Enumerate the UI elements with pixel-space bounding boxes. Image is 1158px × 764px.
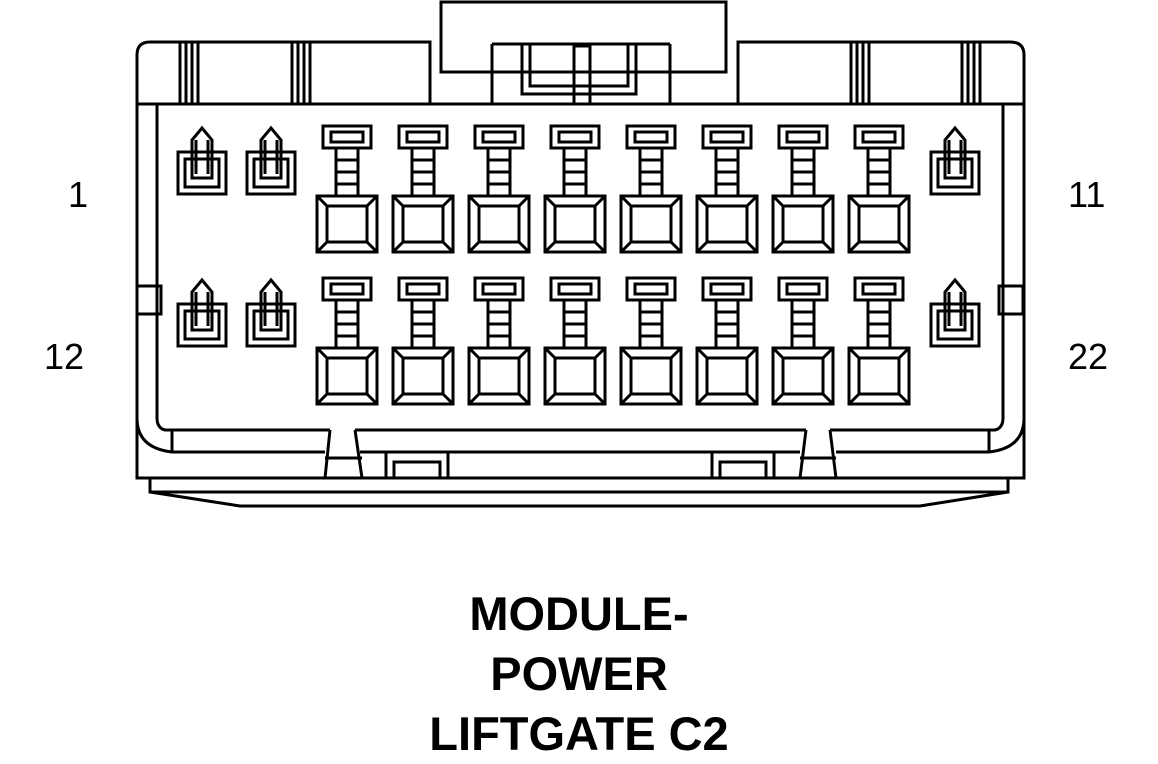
- title-line-3: LIFTGATE C2: [429, 707, 729, 760]
- pin-label-22: 22: [1068, 336, 1109, 377]
- terminal-cavity: [771, 276, 835, 406]
- terminal-cavity: [847, 276, 911, 406]
- small-cavity: [929, 125, 981, 196]
- terminal-cavities: [176, 124, 981, 406]
- connector-latch: [439, 0, 728, 106]
- small-cavity: [929, 277, 981, 348]
- terminal-cavity: [771, 124, 835, 254]
- pin-label-1: 1: [68, 174, 89, 215]
- terminal-cavity: [315, 124, 379, 254]
- terminal-cavity: [391, 276, 455, 406]
- connector-top-band: [135, 40, 1026, 106]
- terminal-cavity: [695, 124, 759, 254]
- small-cavity: [176, 125, 228, 196]
- terminal-cavity: [619, 276, 683, 406]
- connector-bottom-feet: [323, 429, 838, 480]
- terminal-cavity: [847, 124, 911, 254]
- small-cavity: [245, 277, 297, 348]
- terminal-cavity: [391, 124, 455, 254]
- title-line-2: POWER: [490, 647, 668, 700]
- terminal-cavity: [467, 276, 531, 406]
- terminal-cavity: [543, 124, 607, 254]
- terminal-cavity: [619, 124, 683, 254]
- terminal-cavity: [543, 276, 607, 406]
- small-cavity: [245, 125, 297, 196]
- title-line-1: MODULE-: [469, 587, 689, 640]
- small-cavity: [176, 277, 228, 348]
- connector-title: MODULE- POWER LIFTGATE C2: [0, 584, 1158, 764]
- terminal-cavity: [467, 124, 531, 254]
- terminal-cavity: [695, 276, 759, 406]
- pin-label-11: 11: [1068, 174, 1106, 215]
- pin-label-12: 12: [44, 336, 85, 377]
- connector-body: [135, 102, 1026, 508]
- terminal-cavity: [315, 276, 379, 406]
